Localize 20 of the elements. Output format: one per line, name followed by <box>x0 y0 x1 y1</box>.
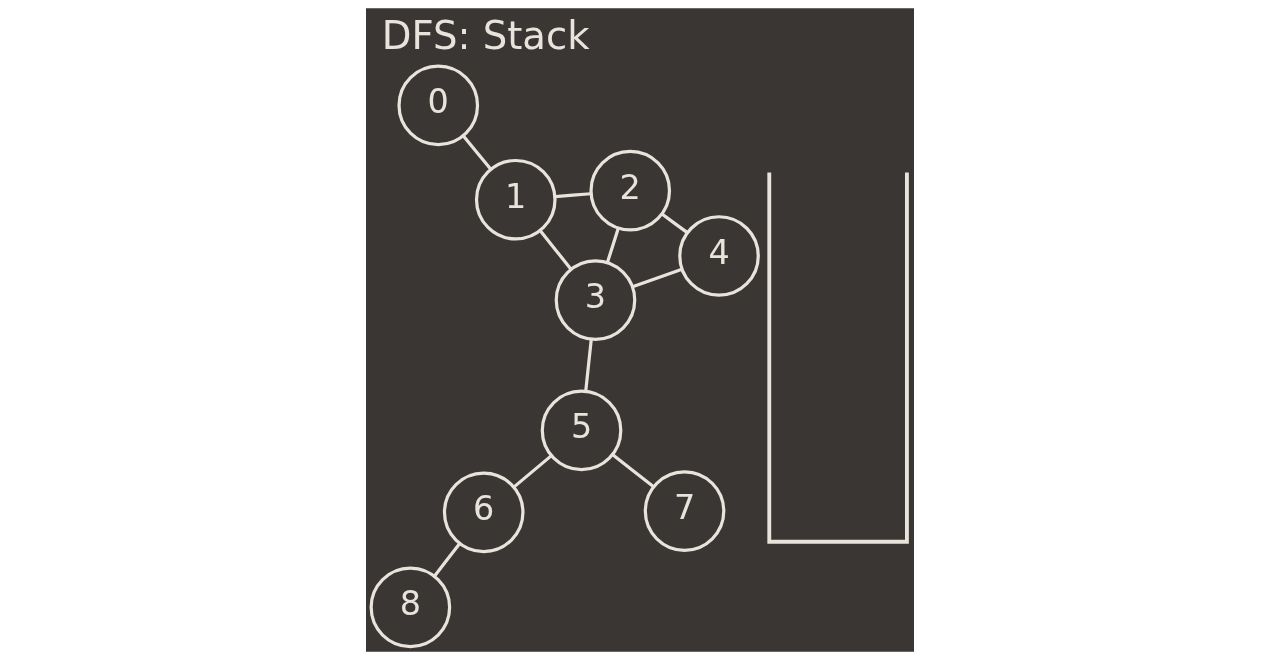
connector <box>632 267 683 289</box>
connector <box>433 542 461 578</box>
connector <box>611 453 655 488</box>
node-circle: 2 <box>589 149 672 232</box>
connector <box>661 212 689 234</box>
node-circle: 6 <box>442 471 525 554</box>
connector <box>605 227 620 263</box>
diagram-title: DFS: Stack <box>381 13 590 59</box>
node-circle: 8 <box>369 566 452 649</box>
connector <box>461 134 492 171</box>
node-circle: 5 <box>540 389 623 472</box>
connector <box>555 192 591 199</box>
connector <box>539 229 573 271</box>
connector <box>584 338 593 392</box>
node-circle: 7 <box>643 470 726 552</box>
node-circle: 1 <box>474 158 557 241</box>
connector <box>513 454 553 489</box>
node-circle: 3 <box>554 259 637 341</box>
node-circle: 0 <box>397 64 480 147</box>
node-circle: 4 <box>678 215 760 297</box>
